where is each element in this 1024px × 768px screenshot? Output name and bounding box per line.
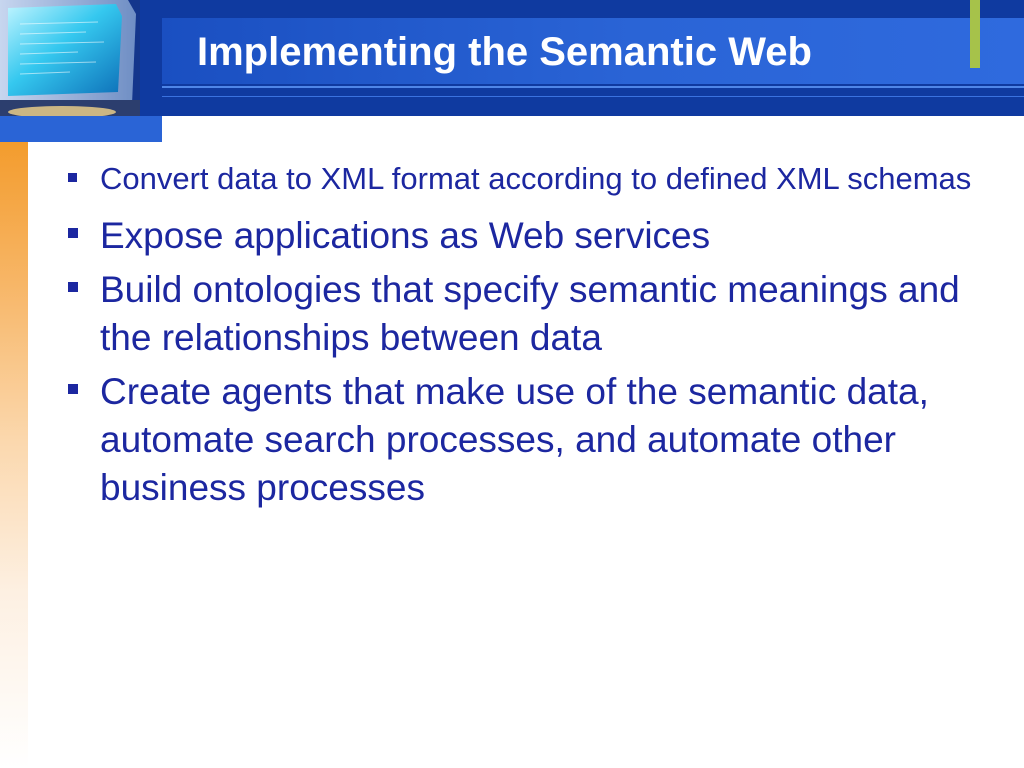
bullet-item: Expose applications as Web services [62, 212, 1012, 260]
header-left-block [140, 0, 162, 142]
green-accent-bar [970, 0, 980, 68]
bullet-item: Convert data to XML format according to … [62, 160, 1012, 198]
square-bullet-icon [68, 228, 78, 238]
bullet-text: Create agents that make use of the seman… [100, 371, 929, 508]
slide-title: Implementing the Semantic Web [197, 30, 812, 74]
header-corner-block [0, 116, 162, 142]
bullet-item: Build ontologies that specify semantic m… [62, 266, 1012, 362]
header-title-bar [162, 18, 1024, 84]
computer-monitor-photo [0, 0, 140, 116]
bullet-text: Expose applications as Web services [100, 215, 711, 256]
square-bullet-icon [68, 282, 78, 292]
header-divider-line-thin [162, 96, 1024, 97]
square-bullet-icon [68, 384, 78, 394]
bullet-text: Convert data to XML format according to … [100, 161, 972, 196]
bullet-list: Convert data to XML format according to … [62, 160, 1012, 518]
bullet-item: Create agents that make use of the seman… [62, 368, 1012, 512]
square-bullet-icon [68, 173, 77, 182]
bullet-text: Build ontologies that specify semantic m… [100, 269, 960, 358]
orange-side-strip [0, 142, 28, 768]
header-divider-line [162, 86, 1024, 88]
